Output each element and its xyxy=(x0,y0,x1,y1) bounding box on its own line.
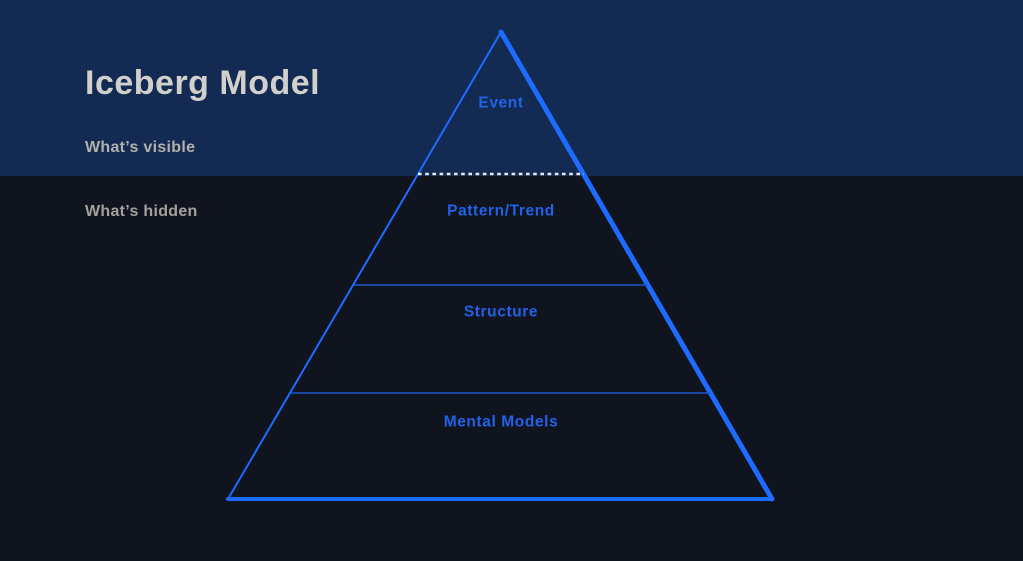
iceberg-right-edge xyxy=(498,29,775,502)
layer-label-structure: Structure xyxy=(463,303,539,321)
layer-label-event: Event xyxy=(478,94,524,112)
hidden-zone-label: What’s hidden xyxy=(85,203,198,220)
page-title: Iceberg Model xyxy=(85,64,321,102)
layer-label-mental-models: Mental Models xyxy=(443,413,559,431)
above-water-background xyxy=(0,0,1023,176)
iceberg-left-edge xyxy=(227,31,502,500)
layer-label-pattern-trend: Pattern/Trend xyxy=(447,202,555,220)
below-water-background xyxy=(0,176,1023,561)
visible-zone-label: What’s visible xyxy=(85,139,196,156)
